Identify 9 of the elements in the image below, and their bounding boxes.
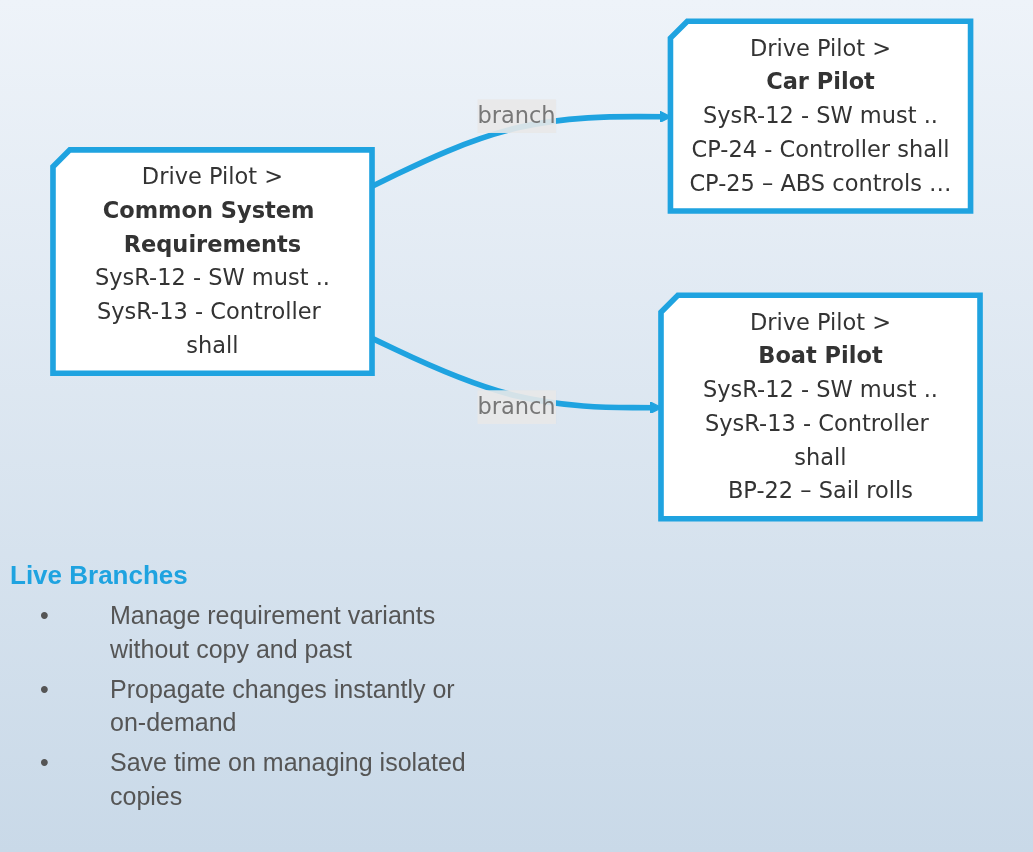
bullet-text: Propagate changes instantly or on-demand — [110, 673, 456, 739]
section-heading: Live Branches — [10, 560, 189, 591]
edge-label: branch — [477, 392, 556, 420]
edge-label: branch — [477, 102, 556, 129]
bullet-text: Save time on managing isolated copies — [110, 747, 467, 812]
bullet-text: Manage requirement variants without copy and past — [110, 600, 437, 665]
bullet-marker: • — [40, 673, 50, 705]
bullet-marker: • — [40, 747, 50, 778]
bullet-marker: • — [40, 600, 50, 631]
